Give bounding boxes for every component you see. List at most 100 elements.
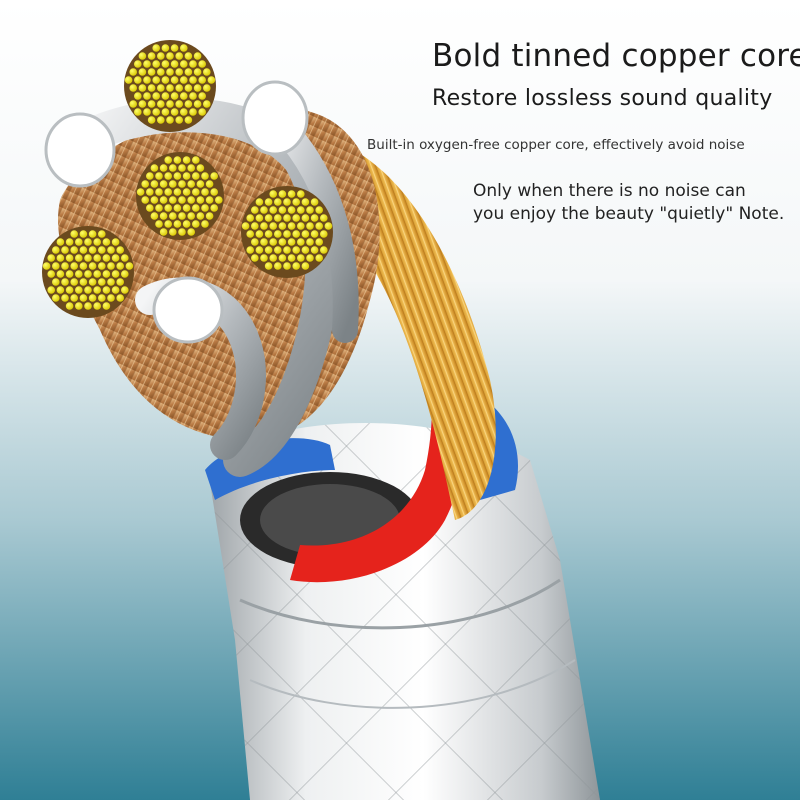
tinned-strand [138,68,147,76]
tinned-strand [251,206,259,214]
tinned-strand [84,254,92,262]
tinned-strand [173,188,182,196]
tinned-strand [301,246,310,254]
tinned-strand [47,286,55,294]
tinned-strand [150,212,159,220]
tinned-strand [134,76,142,84]
tinned-strand [75,238,83,246]
tinned-strand [170,76,179,84]
tinned-strand [184,100,193,108]
tinned-strand [152,76,160,84]
tinned-strand [107,262,115,270]
tinned-strand [269,190,278,198]
tinned-strand [98,230,106,238]
tinned-strand [65,302,74,310]
tinned-strand [161,44,170,52]
tinned-strand [84,238,92,246]
tinned-strand [152,44,160,52]
tinned-strand [56,270,65,278]
tinned-strand [187,212,195,220]
tinned-strand [170,60,179,68]
tinned-strand [192,188,200,196]
tinned-strand [297,190,305,198]
tinned-strand [278,238,287,246]
tinned-strand [147,68,156,76]
tinned-strand [189,60,197,68]
tinned-strand [292,246,301,254]
tinned-strand [138,52,147,60]
tinned-strand [306,238,314,246]
tinned-strand [65,254,74,262]
tinned-strand [255,230,264,238]
note-line-2: you enjoy the beauty "quietly" Note. [473,204,785,224]
tinned-strand [210,188,218,196]
tinned-strand [88,294,97,302]
tinned-strand [159,180,168,188]
tinned-strand [88,230,97,238]
tinned-strand [198,108,206,116]
tinned-strand [98,294,106,302]
tinned-strand [166,68,174,76]
note-line-1: Only when there is no noise can [473,181,746,201]
tinned-strand [260,222,268,230]
tinned-strand [255,246,264,254]
tinned-strand [161,92,170,100]
tinned-strand [173,220,182,228]
tinned-strand [320,214,328,222]
tinned-strand [175,68,183,76]
tinned-strand [157,100,165,108]
tinned-strand [203,84,211,92]
tinned-strand [141,196,149,204]
tinned-strand [84,270,92,278]
tinned-strand [129,84,137,92]
tinned-strand [143,108,151,116]
tinned-strand [157,116,165,124]
tinned-strand [324,222,333,230]
tinned-strand [198,76,206,84]
tinned-strand [287,222,296,230]
tinned-strand [56,238,65,246]
tinned-strand [70,278,78,286]
tinned-strand [164,220,172,228]
tinned-strand [201,220,209,228]
tinned-strand [198,60,206,68]
tinned-strand [147,52,156,60]
tinned-strand [79,230,88,238]
tinned-strand [121,270,129,278]
tinned-strand [129,68,137,76]
tinned-strand [152,60,160,68]
tinned-strand [102,302,111,310]
tinned-strand [143,76,151,84]
tinned-strand [182,220,191,228]
tinned-strand [187,228,195,236]
tinned-strand [196,212,205,220]
tinned-strand [88,246,97,254]
subheadline: Restore lossless sound quality [432,86,773,111]
tinned-strand [146,172,154,180]
tinned-strand [70,262,78,270]
tinned-strand [143,60,151,68]
tinned-strand [320,230,328,238]
tinned-strand [111,270,120,278]
tinned-strand [283,214,291,222]
tinned-strand [84,302,92,310]
tinned-strand [192,204,200,212]
tinned-strand [274,214,282,222]
tinned-strand [274,198,282,206]
tinned-strand [192,156,200,164]
tinned-strand [187,164,195,172]
tinned-strand [161,76,170,84]
tinned-strand [159,212,168,220]
tinned-strand [52,262,60,270]
tinned-strand [79,278,88,286]
tinned-strand [287,254,296,262]
tinned-strand [315,238,324,246]
tinned-strand [264,214,273,222]
tinned-strand [111,238,120,246]
tinned-strand [42,262,51,270]
tinned-strand [292,214,301,222]
tube-ends [44,80,309,344]
tinned-strand [88,262,97,270]
tinned-strand [47,270,55,278]
tinned-strand [157,68,165,76]
